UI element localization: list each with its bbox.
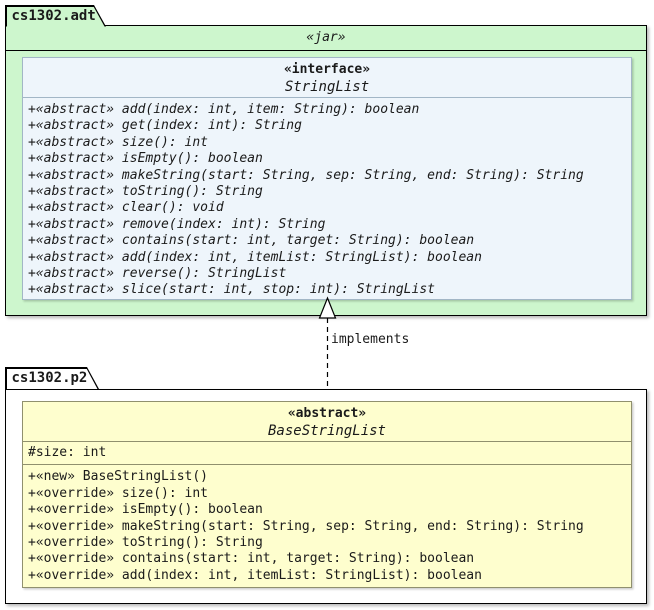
- interface-method-list: +«abstract» add(index: int, item: String…: [23, 98, 631, 303]
- class-method-row: +«new» BaseStringList(): [28, 469, 209, 485]
- interface-stringlist-box: «interface» StringList +«abstract» add(i…: [22, 57, 632, 300]
- class-method-row: +«override» isEmpty(): boolean: [28, 502, 263, 518]
- class-method-list: +«new» BaseStringList()+«override» size(…: [23, 465, 631, 588]
- hollow-triangle-icon: [318, 296, 337, 319]
- interface-header: «interface» StringList: [23, 58, 631, 98]
- interface-method-row: +«abstract» remove(index: int): String: [28, 216, 326, 232]
- class-basestringlist-box: «abstract» BaseStringList #size: int +«n…: [22, 401, 632, 588]
- relationship-label: implements: [331, 332, 410, 347]
- class-name: BaseStringList: [267, 423, 386, 439]
- interface-method-row: +«abstract» add(index: int, itemList: St…: [28, 249, 482, 265]
- interface-method-row: +«abstract» contains(start: int, target:…: [28, 233, 475, 249]
- interface-method-row: +«abstract» clear(): void: [28, 200, 224, 216]
- interface-method-row: +«abstract» add(index: int, item: String…: [28, 102, 420, 117]
- class-method-row: +«override» size(): int: [28, 485, 209, 501]
- interface-method-row: +«abstract» toString(): String: [28, 184, 263, 200]
- class-method-row: +«override» toString(): String: [28, 535, 263, 551]
- class-attribute-list: #size: int: [23, 442, 631, 466]
- interface-method-row: +«abstract» reverse(): StringList: [28, 266, 287, 282]
- interface-method-row: +«abstract» isEmpty(): boolean: [28, 151, 263, 167]
- class-method-row: +«override» makeString(start: String, se…: [28, 518, 584, 534]
- class-method-row: +«override» contains(start: int, target:…: [28, 551, 475, 567]
- package-adt-tab-label: cs1302.adt: [7, 7, 105, 27]
- interface-method-row: +«abstract» slice(start: int, stop: int)…: [28, 282, 435, 298]
- class-stereotype: «abstract»: [287, 406, 367, 421]
- package-p2-tab-label: cs1302.p2: [7, 369, 98, 390]
- class-header: «abstract» BaseStringList: [23, 402, 631, 442]
- realization-arrow: [318, 296, 337, 390]
- interface-name: StringList: [284, 79, 370, 95]
- package-p2-tab: cs1302.p2: [5, 367, 99, 389]
- interface-method-row: +«abstract» get(index: int): String: [28, 118, 302, 134]
- package-adt-stereotype: «jar»: [6, 26, 646, 51]
- package-adt-tab: cs1302.adt: [5, 5, 106, 27]
- package-adt-body: «jar» «interface» StringList +«abstract»…: [5, 25, 647, 316]
- interface-method-row: +«abstract» size(): int: [28, 134, 209, 150]
- interface-stereotype: «interface»: [283, 62, 371, 77]
- class-method-row: +«override» add(index: int, itemList: St…: [28, 567, 482, 583]
- class-attribute-row: #size: int: [28, 445, 107, 460]
- interface-method-row: +«abstract» makeString(start: String, se…: [28, 167, 584, 183]
- package-p2-body: «abstract» BaseStringList #size: int +«n…: [5, 389, 647, 604]
